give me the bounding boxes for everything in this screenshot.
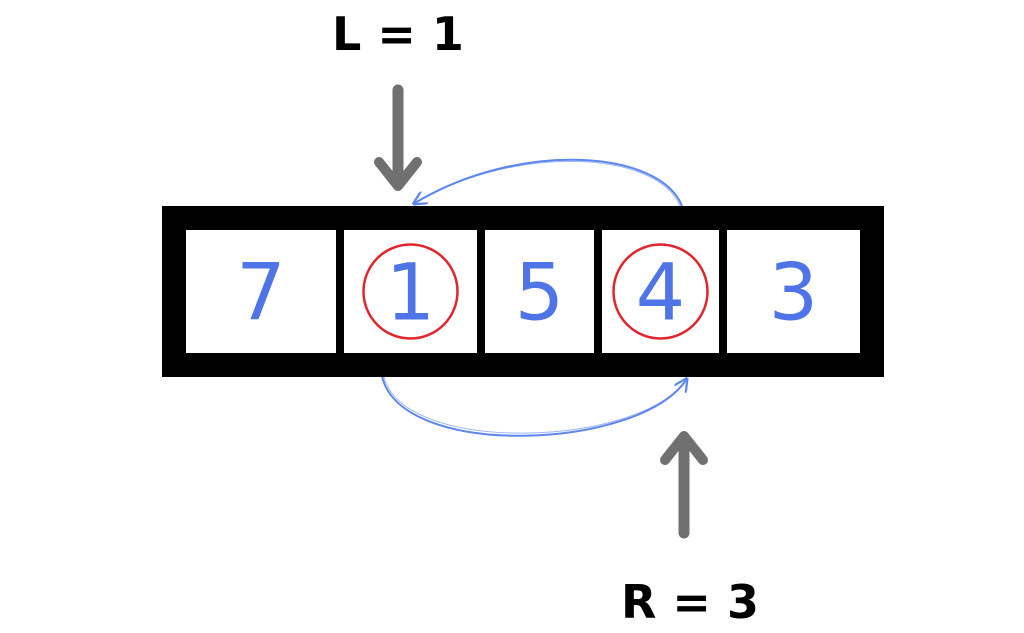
left-pointer-label: L = 1	[332, 7, 464, 61]
left-pointer-arrow	[374, 84, 422, 191]
array-cell-value: 1	[386, 249, 436, 339]
right-pointer-label: R = 3	[621, 575, 759, 629]
array-cell-value: 4	[636, 249, 686, 339]
array-cell-box	[602, 230, 719, 353]
array-cell: 7	[186, 230, 336, 353]
array-cell-value: 7	[236, 249, 286, 339]
array-cell: 5	[485, 230, 594, 353]
array-cell-box	[186, 230, 336, 353]
array-cell-value: 3	[769, 249, 819, 339]
array-cell-box	[485, 230, 594, 353]
array-cell-value: 5	[515, 249, 565, 339]
swap-arrow-bottom	[381, 376, 686, 437]
highlight-circle	[612, 243, 709, 340]
array-cell-box	[727, 230, 860, 353]
right-pointer-arrow	[660, 431, 708, 539]
array-cell: 1	[344, 230, 477, 353]
highlight-circle	[362, 243, 459, 340]
array-cell-box	[344, 230, 477, 353]
array-cell: 4	[602, 230, 719, 353]
array-cell: 3	[727, 230, 860, 353]
